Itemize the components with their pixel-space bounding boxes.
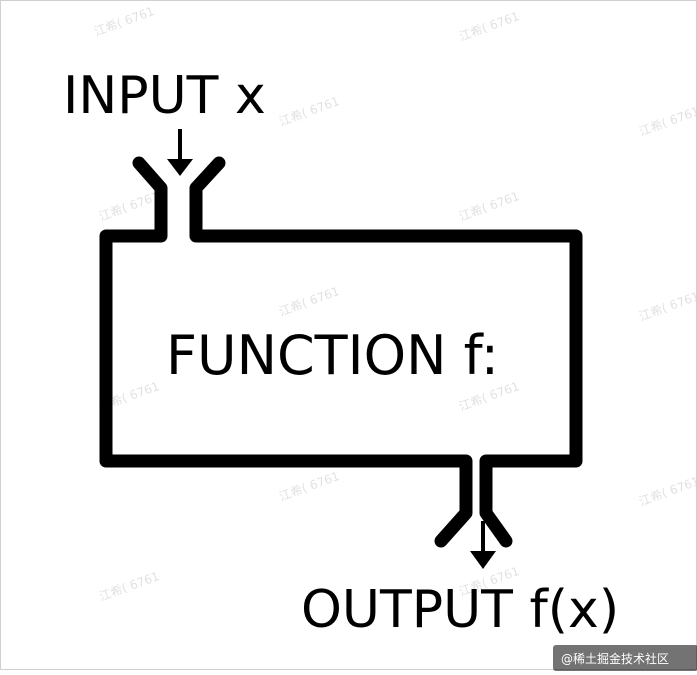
output-arrow-head xyxy=(470,551,496,569)
input-arrow-head xyxy=(167,159,193,176)
function-label: FUNCTION f: xyxy=(166,324,499,387)
watermark-text: 江希( 6761 xyxy=(277,468,341,504)
watermark-text: 江希( 6761 xyxy=(97,568,161,604)
source-badge-background xyxy=(553,645,697,671)
watermark-text: 江希( 6761 xyxy=(457,8,521,44)
watermark-text: 江希( 6761 xyxy=(637,473,697,509)
watermark-text: 江希( 6761 xyxy=(277,93,341,129)
watermark-text: 江希( 6761 xyxy=(277,283,341,319)
watermark-text: 江希( 6761 xyxy=(637,288,697,324)
output-label: OUTPUT f(x) xyxy=(301,580,619,640)
input-label: INPUT x xyxy=(63,66,266,126)
watermark-text: 江希( 6761 xyxy=(457,188,521,224)
source-badge-text: @稀土掘金技术社区 xyxy=(561,651,669,666)
watermark-text: 江希( 6761 xyxy=(97,188,161,224)
function-machine-body xyxy=(99,156,583,548)
watermark-text: 江希( 6761 xyxy=(637,103,697,139)
watermark-text: 江希( 6761 xyxy=(92,3,156,39)
